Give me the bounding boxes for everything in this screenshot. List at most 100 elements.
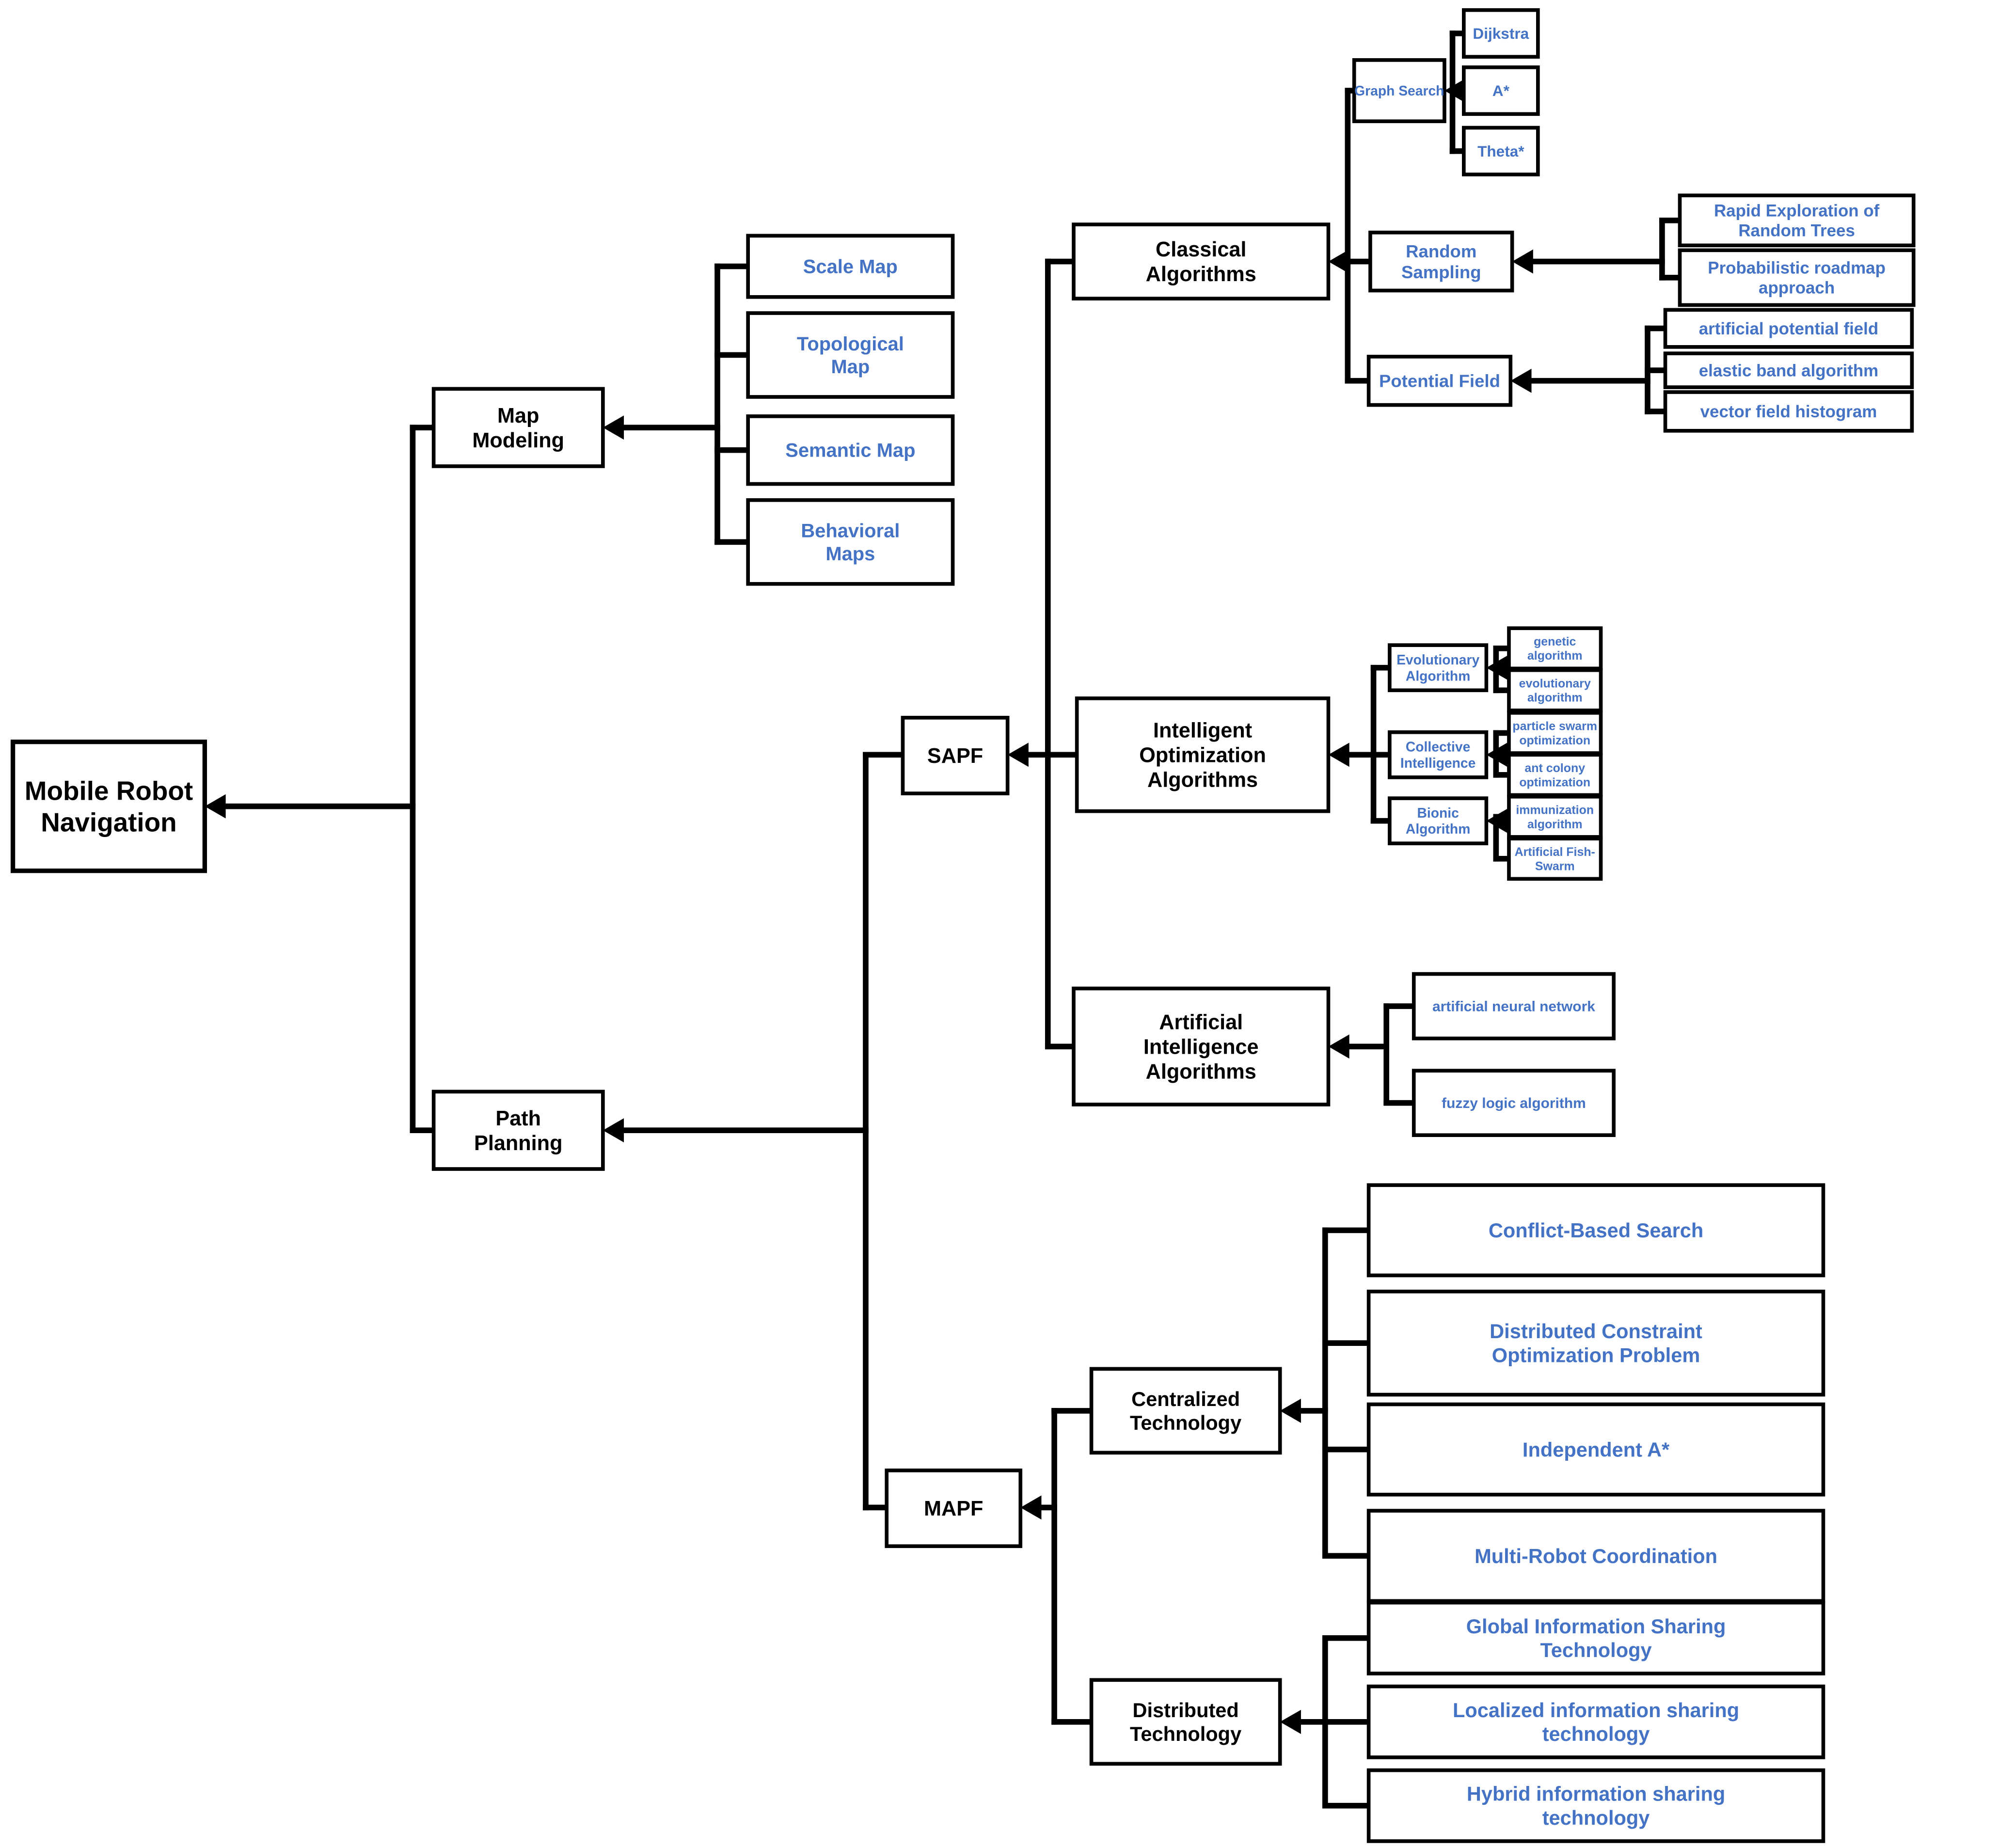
node-box-fuzzy-logic-algorithm <box>1412 1069 1616 1137</box>
node-label-line: optimization <box>1519 775 1590 789</box>
node-label-line: Centralized <box>1131 1388 1240 1410</box>
arrowhead-into-collective-intelligence-icon <box>1486 742 1507 767</box>
node-box-semantic-map <box>746 414 955 486</box>
node-label-dijkstra: Dijkstra <box>1473 25 1529 42</box>
node-box-topological-map <box>746 311 955 399</box>
arrowhead-into-map-modeling-icon <box>603 415 624 440</box>
node-box-bionic-algorithm <box>1388 796 1489 846</box>
node-artificial-potential-field: artificial potential field <box>1663 308 1914 349</box>
node-label-elastic-band-algorithm: elastic band algorithm <box>1699 361 1878 380</box>
node-box-potential-field <box>1366 354 1513 407</box>
node-label-line: Dijkstra <box>1473 25 1529 42</box>
node-label-line: Scale Map <box>803 256 898 278</box>
arrowhead-into-evolutionary-algorithm-icon <box>1486 655 1507 680</box>
node-label-line: Algorithm <box>1406 668 1470 683</box>
node-box-map-modeling <box>431 387 605 468</box>
node-label-graph-search: Graph Search <box>1354 83 1444 98</box>
node-label-line: Conflict-Based Search <box>1489 1219 1703 1242</box>
node-label-line: Intelligence <box>1400 755 1475 771</box>
node-label-line: Intelligence <box>1143 1035 1259 1058</box>
node-box-ant-colony-optimization <box>1507 753 1603 797</box>
node-box-global-information-sharing-technology <box>1366 1600 1825 1675</box>
node-label-line: Technology <box>1130 1722 1241 1745</box>
node-independent-a-star: Independent A* <box>1366 1402 1825 1497</box>
node-box-centralized-technology <box>1089 1367 1282 1455</box>
node-box-hybrid-information-sharing-technology <box>1366 1768 1825 1843</box>
node-label-line: Behavioral <box>801 521 900 542</box>
node-label-line: Random Trees <box>1738 221 1855 240</box>
arrowhead-into-mobile-robot-navigation-icon <box>205 794 226 819</box>
node-label-artificial-neural-network: artificial neural network <box>1432 999 1595 1015</box>
node-label-line: A* <box>1492 82 1510 99</box>
node-label-line: Hybrid information sharing <box>1467 1783 1725 1805</box>
node-label-a-star: A* <box>1492 82 1510 99</box>
node-box-conflict-based-search <box>1366 1183 1825 1278</box>
arrowhead-into-path-planning-icon <box>603 1118 624 1143</box>
node-box-rapid-exploration-of-random-trees <box>1678 193 1916 248</box>
node-label-fuzzy-logic-algorithm: fuzzy logic algorithm <box>1442 1095 1586 1111</box>
node-box-elastic-band-algorithm <box>1663 351 1914 389</box>
node-label-line: Algorithms <box>1147 768 1258 791</box>
node-box-evolutionary-algorithm-leaf <box>1507 668 1603 712</box>
arrowhead-into-mapf-icon <box>1020 1495 1042 1520</box>
node-box-sapf <box>901 715 1010 795</box>
node-label-line: Sampling <box>1401 262 1481 282</box>
node-label-line: Bionic <box>1417 805 1459 821</box>
node-box-independent-a-star <box>1366 1402 1825 1497</box>
node-label-line: Distributed <box>1132 1699 1238 1722</box>
node-box-probabilistic-roadmap-approach <box>1678 248 1916 307</box>
node-box-dijkstra <box>1462 8 1540 59</box>
arrowhead-into-potential-field-icon <box>1510 368 1532 393</box>
node-label-line: Artificial <box>1159 1011 1243 1034</box>
node-label-line: Evolutionary <box>1396 652 1479 667</box>
node-label-line: MAPF <box>924 1497 983 1520</box>
node-label-vector-field-histogram: vector field histogram <box>1700 402 1877 421</box>
node-multi-robot-coordination: Multi-Robot Coordination <box>1366 1509 1825 1603</box>
node-label-line: Localized information sharing <box>1453 1699 1739 1722</box>
arrowhead-into-sapf-icon <box>1007 742 1029 767</box>
node-label-line: technology <box>1542 1722 1650 1745</box>
node-box-localized-information-sharing-technology <box>1366 1684 1825 1759</box>
arrowhead-into-centralized-technology-icon <box>1280 1398 1301 1423</box>
node-box-theta-star <box>1462 126 1540 176</box>
node-box-mapf <box>885 1469 1023 1548</box>
node-label-line: Swarm <box>1535 859 1575 873</box>
node-label-line: Planning <box>474 1132 562 1155</box>
node-box-behavioral-maps <box>746 498 955 586</box>
node-label-line: Optimization Problem <box>1492 1343 1700 1366</box>
node-mapf: MAPF <box>885 1469 1023 1548</box>
node-label-line: Potential Field <box>1379 371 1500 391</box>
node-label-line: Modeling <box>472 429 564 452</box>
node-label-conflict-based-search: Conflict-Based Search <box>1489 1219 1703 1242</box>
node-label-scale-map: Scale Map <box>803 256 898 278</box>
node-label-line: Semantic Map <box>785 440 915 461</box>
arrowhead-into-intelligent-optimization-algorithms-icon <box>1328 742 1349 767</box>
node-label-line: technology <box>1542 1806 1650 1829</box>
node-label-line: Map <box>831 356 870 378</box>
